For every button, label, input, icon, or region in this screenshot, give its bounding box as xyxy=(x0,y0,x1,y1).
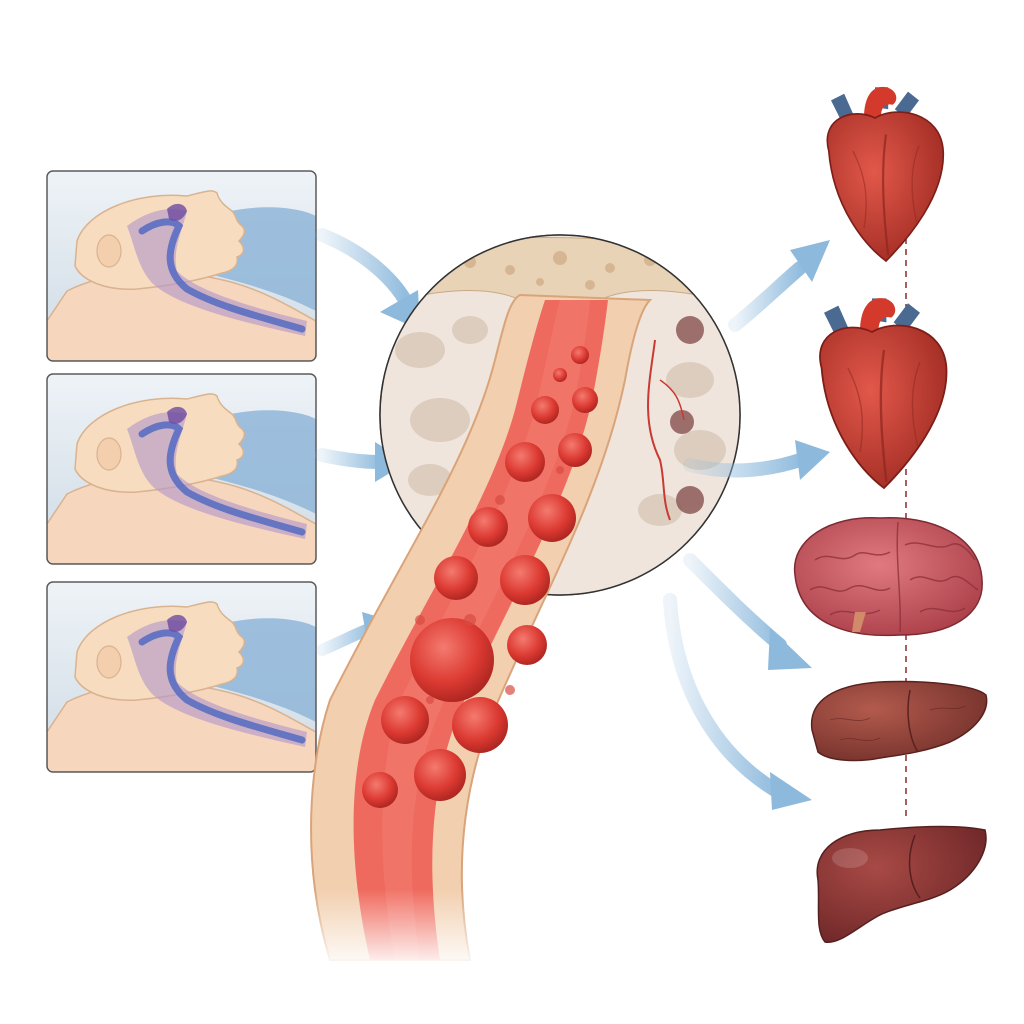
output-arrows xyxy=(663,240,830,810)
blood-vessel xyxy=(280,293,653,970)
liver-lower-icon xyxy=(816,825,987,943)
liver-upper-icon xyxy=(810,680,988,762)
brain-icon xyxy=(793,516,983,637)
arrow-to-heart-top xyxy=(728,261,807,332)
arrow-to-liver-lower xyxy=(663,593,782,797)
arrow-to-heart-middle xyxy=(683,453,807,478)
heart-top-icon xyxy=(826,85,945,263)
arrowhead-heart-middle xyxy=(795,440,830,480)
arrowhead-liver-lower xyxy=(770,772,812,810)
arrowhead-heart-top xyxy=(790,240,830,282)
arrowhead-liver-upper xyxy=(768,628,812,670)
sleep-panel-2 xyxy=(46,373,317,565)
arrow-panel2-to-center xyxy=(315,448,387,469)
heart-middle-icon xyxy=(818,296,948,490)
sleep-panel-3 xyxy=(46,581,317,773)
arrow-panel1-to-center xyxy=(315,228,412,307)
arrow-to-liver-upper xyxy=(683,553,787,652)
sleep-panel-1 xyxy=(46,170,317,362)
